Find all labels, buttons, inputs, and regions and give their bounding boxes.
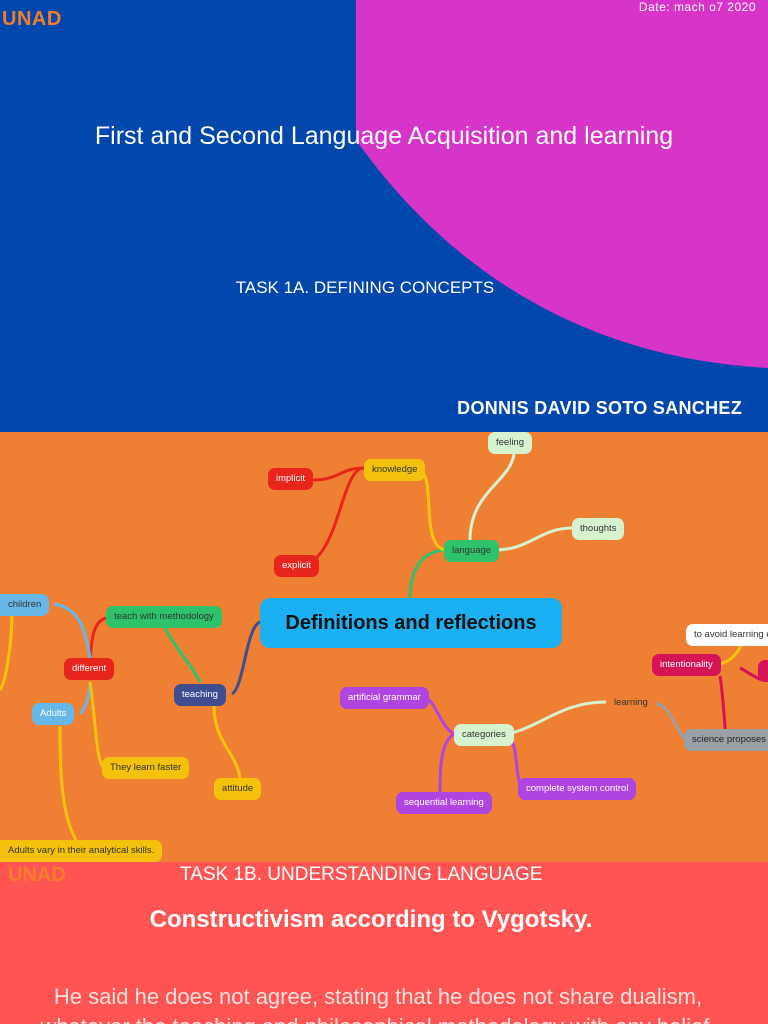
node-offscreen-edge[interactable] <box>758 660 768 682</box>
connector-language-knowledge <box>419 468 445 552</box>
node-teach-with-methodology[interactable]: teach with methodology <box>106 606 222 628</box>
unad-logo: UNAD <box>2 8 62 30</box>
central-topic[interactable]: Definitions and reflections <box>260 598 562 648</box>
connector-teach-different <box>88 616 107 659</box>
connector-language-feeling <box>468 453 516 541</box>
author-name: DONNIS DAVID SOTO SANCHEZ <box>457 398 742 418</box>
connector-different-children <box>53 602 92 659</box>
connector-central-language <box>408 548 445 599</box>
unad-logo-bottom: UNAD <box>8 864 66 886</box>
task-1a-subtitle: TASK 1A. DEFINING CONCEPTS <box>235 278 495 297</box>
page-title: First and Second Language Acquisition an… <box>94 122 674 150</box>
node-adults[interactable]: Adults <box>32 703 75 725</box>
node-they-learn-faster[interactable]: They learn faster <box>102 757 190 779</box>
node-intentionality[interactable]: intentionality <box>652 654 721 676</box>
section-heading: Constructivism according to Vygotsky. <box>149 906 593 933</box>
section-body-text: He said he does not agree, stating that … <box>40 984 715 1024</box>
node-adults-vary[interactable]: Adults vary in their analytical skills. <box>0 840 163 862</box>
cover-section: UNAD Date: mach o7 2020 First and Second… <box>0 0 768 432</box>
node-different[interactable]: different <box>64 658 115 680</box>
node-learning[interactable]: learning <box>614 697 648 708</box>
node-implicit[interactable]: implicit <box>268 468 314 490</box>
connector-categories-sequential <box>438 732 455 793</box>
connector-adults-vary <box>58 725 78 841</box>
connector-learning-science <box>655 702 688 742</box>
node-children[interactable]: children <box>0 594 50 616</box>
task-1b-section: UNAD TASK 1B. UNDERSTANDING LANGUAGE Con… <box>0 862 768 1024</box>
connector-knowledge-implicit <box>311 466 365 482</box>
node-thoughts[interactable]: thoughts <box>572 518 625 540</box>
connector-categories-artificial <box>425 696 455 736</box>
connector-teaching-attitude <box>212 705 242 779</box>
connector-language-thoughts <box>494 526 573 552</box>
task-1b-label: TASK 1B. UNDERSTANDING LANGUAGE <box>180 864 543 885</box>
connector-different-adults <box>78 681 92 716</box>
connector-central-teaching <box>230 620 261 696</box>
node-explicit[interactable]: explicit <box>274 555 320 577</box>
node-categories[interactable]: categories <box>454 724 514 746</box>
node-sequential-learning[interactable]: sequential learning <box>396 792 492 814</box>
node-language[interactable]: language <box>444 540 500 562</box>
node-teaching[interactable]: teaching <box>174 684 226 706</box>
connector-categories-learning <box>505 700 607 736</box>
node-feeling[interactable]: feeling <box>488 432 532 454</box>
node-attitude[interactable]: attitude <box>214 778 262 800</box>
node-artificial-grammar[interactable]: artificial grammar <box>340 687 429 709</box>
node-knowledge[interactable]: knowledge <box>364 459 426 481</box>
node-complete-system-control[interactable]: complete system control <box>518 778 637 800</box>
node-science-proposes[interactable]: science proposes <box>684 729 768 751</box>
mind-map: Definitions and reflections implicit exp… <box>0 432 768 862</box>
connector-children-left <box>0 611 14 691</box>
date-label: Date: mach o7 2020 <box>638 0 756 14</box>
node-to-avoid-learning[interactable]: to avoid learning e <box>686 624 768 646</box>
connector-different-faster <box>88 681 106 770</box>
magenta-corner-shape <box>356 0 768 368</box>
